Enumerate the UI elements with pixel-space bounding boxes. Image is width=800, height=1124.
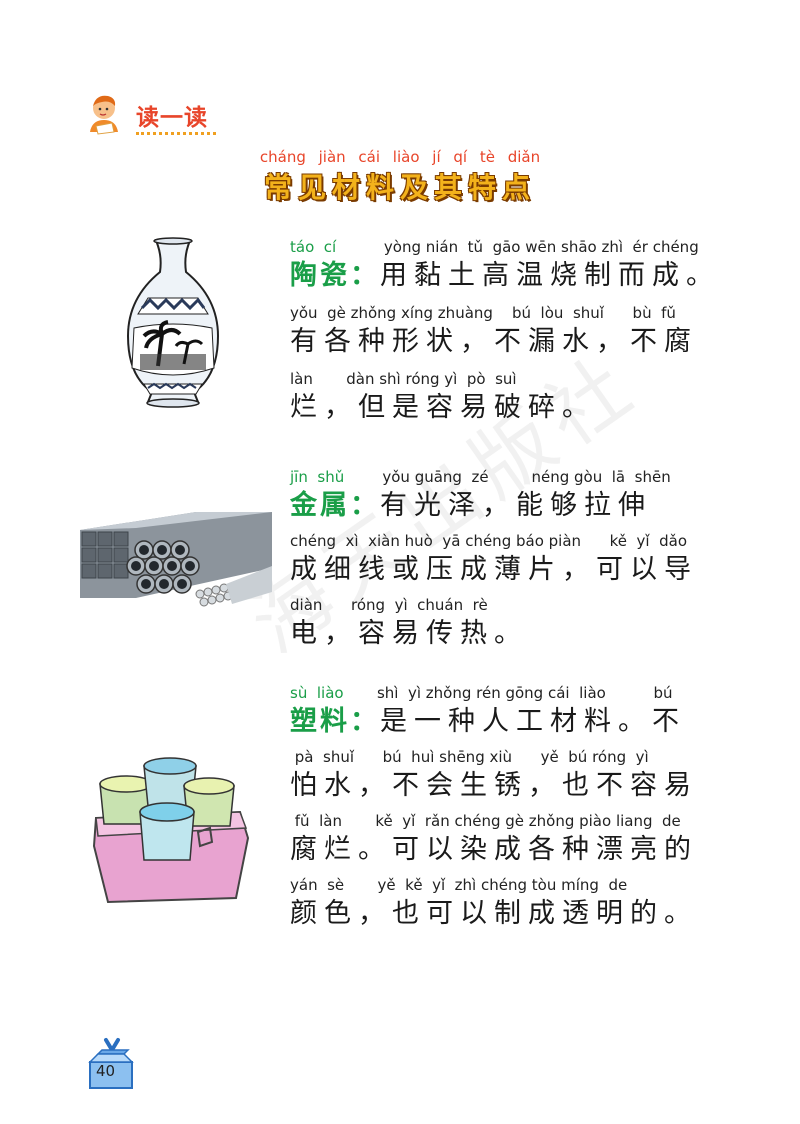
- term-pinyin: táo cí: [290, 238, 337, 256]
- pinyin-text: yòng nián tǔ gāo wēn shāo zhì ér chéng: [336, 238, 699, 256]
- pinyin-line: diàn róng yì chuán rè: [290, 596, 488, 614]
- pinyin-line: táo cí yòng nián tǔ gāo wēn shāo zhì ér …: [290, 238, 730, 258]
- hanzi-line: 有各种形状，不漏水，不腐: [290, 326, 698, 357]
- hanzi-line: 陶瓷：用黏土高温烧制而成。: [290, 258, 730, 294]
- boy-reading-icon: [90, 95, 118, 135]
- page-title: 常见材料及其特点: [263, 171, 536, 204]
- text-line: diàn róng yì chuán rè 电，容易传热。: [290, 596, 730, 652]
- pinyin-line: pà shuǐ bú huì shēng xiù yě bú róng yì: [290, 748, 649, 766]
- section-metal: jīn shǔ yǒu guāng zé néng gòu lā shēn 金属…: [290, 468, 730, 524]
- text-line: yǒu gè zhǒng xíng zhuàng bú lòu shuǐ bù …: [290, 304, 730, 360]
- pinyin-line: làn dàn shì róng yì pò suì: [290, 370, 517, 388]
- hanzi-line: 颜色，也可以制成透明的。: [290, 898, 698, 929]
- text-line: làn dàn shì róng yì pò suì 烂，但是容易破碎。: [290, 370, 730, 426]
- plastic-containers-image: [92, 757, 250, 904]
- pinyin-line: chéng xì xiàn huò yā chéng báo piàn kě y…: [290, 532, 688, 550]
- text-line: pà shuǐ bú huì shēng xiù yě bú róng yì 怕…: [290, 748, 730, 804]
- hanzi-line: 成细线或压成薄片，可以导: [290, 554, 698, 585]
- hanzi-line: 塑料：是一种人工材料。不: [290, 704, 730, 740]
- pinyin-line: fǔ làn kě yǐ rǎn chéng gè zhǒng piào lia…: [290, 812, 681, 830]
- metal-pipes-image: [80, 512, 272, 607]
- pinyin-line: jīn shǔ yǒu guāng zé néng gòu lā shēn: [290, 468, 730, 488]
- hanzi-line: 腐烂。可以染成各种漂亮的: [290, 834, 698, 865]
- pinyin-line: yǒu gè zhǒng xíng zhuàng bú lòu shuǐ bù …: [290, 304, 676, 322]
- term-metal: 金属：: [290, 490, 380, 521]
- term-pinyin: sù liào: [290, 684, 344, 702]
- pinyin-line: yán sè yě kě yǐ zhì chéng tòu míng de: [290, 876, 628, 894]
- hanzi-line: 烂，但是容易破碎。: [290, 392, 596, 423]
- text-line: yán sè yě kě yǐ zhì chéng tòu míng de 颜色…: [290, 876, 730, 932]
- section-ceramics: táo cí yòng nián tǔ gāo wēn shāo zhì ér …: [290, 238, 730, 294]
- body-text: 有光泽，能够拉伸: [380, 490, 652, 521]
- term-pinyin: jīn shǔ: [290, 468, 345, 486]
- porcelain-vase-image: [126, 237, 220, 408]
- text-line: chéng xì xiàn huò yā chéng báo piàn kě y…: [290, 532, 730, 588]
- body-text: 用黏土高温烧制而成。: [380, 260, 720, 291]
- term-plastic: 塑料：: [290, 706, 380, 737]
- hanzi-line: 金属：有光泽，能够拉伸: [290, 488, 730, 524]
- hanzi-line: 怕水，不会生锈，也不容易: [290, 770, 698, 801]
- pinyin-text: shì yì zhǒng rén gōng cái liào bú: [343, 684, 673, 702]
- title-pinyin: cháng jiàn cái liào jí qí tè diǎn: [259, 148, 541, 166]
- text-line: fǔ làn kě yǐ rǎn chéng gè zhǒng piào lia…: [290, 812, 730, 868]
- section-plastic: sù liào shì yì zhǒng rén gōng cái liào b…: [290, 684, 730, 740]
- section-heading: 读一读: [136, 105, 208, 131]
- term-ceramics: 陶瓷：: [290, 260, 380, 291]
- body-text: 是一种人工材料。不: [380, 706, 686, 737]
- heading-underline: [136, 132, 216, 135]
- hanzi-line: 电，容易传热。: [290, 618, 528, 649]
- page-number: 40: [96, 1062, 116, 1080]
- pinyin-line: sù liào shì yì zhǒng rén gōng cái liào b…: [290, 684, 730, 704]
- page-badge-icon: [88, 1038, 134, 1089]
- pinyin-text: yǒu guāng zé néng gòu lā shēn: [344, 468, 671, 486]
